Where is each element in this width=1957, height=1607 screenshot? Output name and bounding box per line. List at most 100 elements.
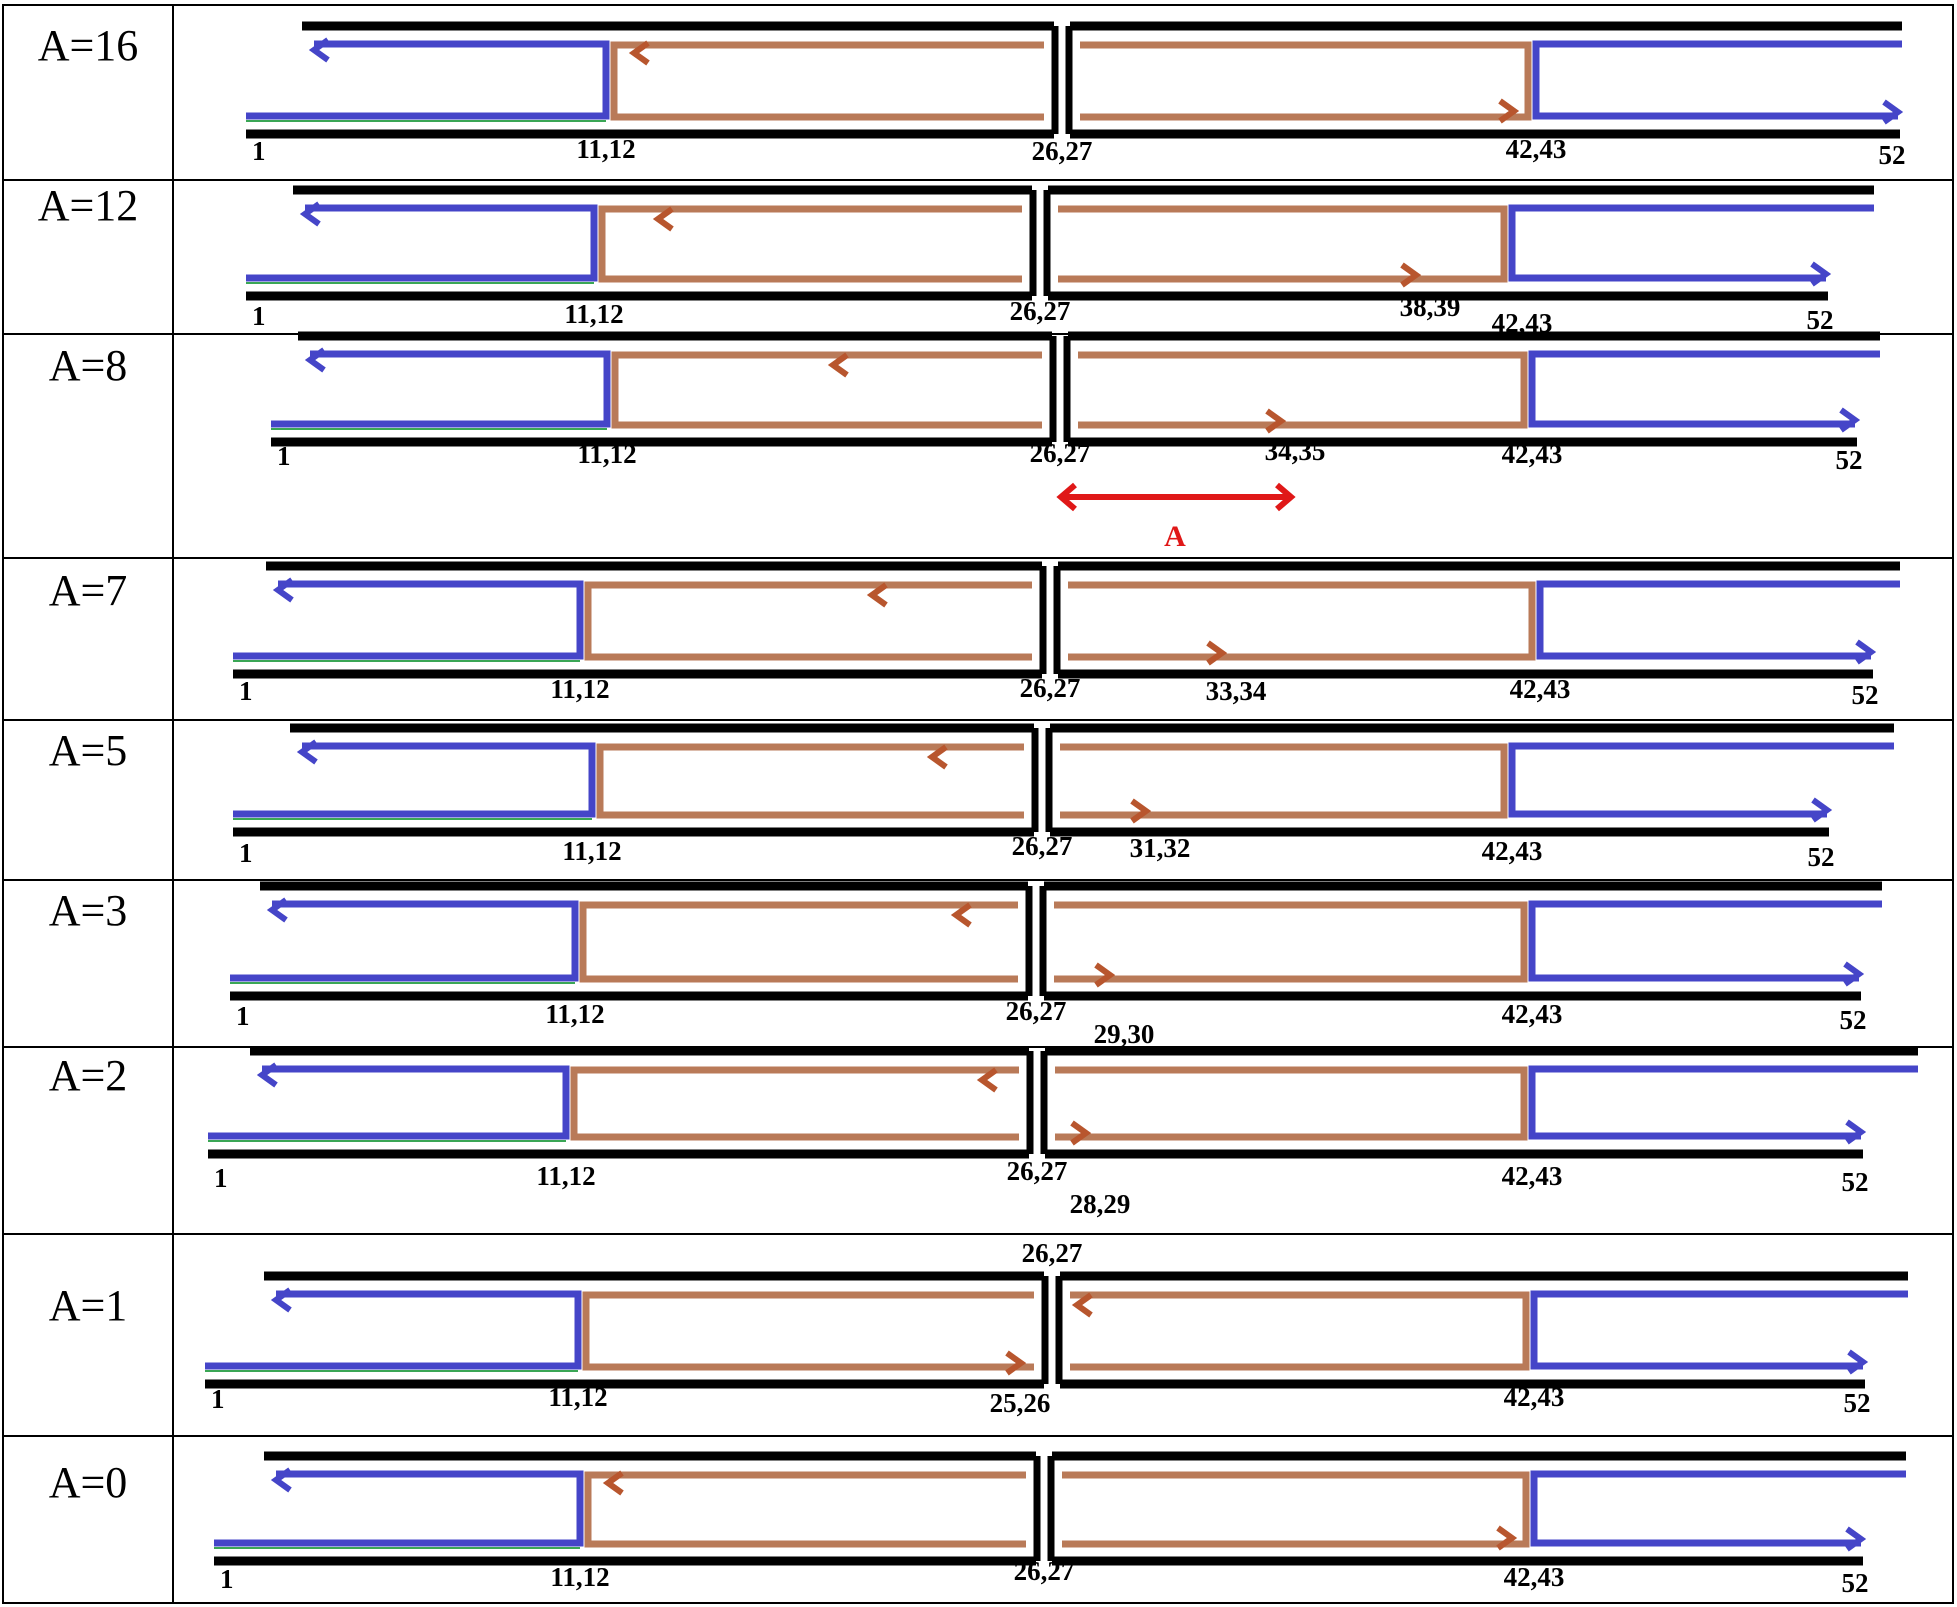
inner-path-right — [1078, 351, 1528, 429]
position-label-mid-pair: 34,35 — [1265, 436, 1326, 466]
outer-path-right — [1528, 1065, 1918, 1140]
position-label-end: 52 — [1807, 305, 1834, 335]
position-label-end: 52 — [1844, 1388, 1871, 1418]
position-label-mid-pair: 33,34 — [1206, 676, 1267, 706]
inner-path-left — [611, 351, 1042, 429]
position-label-center-pair: 26,27 — [1012, 831, 1073, 861]
position-label-left-pair: 11,12 — [545, 999, 604, 1029]
outer-path-left-arrow — [296, 739, 318, 765]
outer-path-right-arrow — [1843, 961, 1865, 987]
row-label: A=5 — [49, 726, 128, 775]
inner-path-arrow-forward — [1094, 962, 1116, 988]
inner-path-arrow-forward — [1130, 798, 1152, 824]
position-label-end: 52 — [1879, 140, 1906, 170]
outer-path-right-arrow — [1855, 639, 1877, 665]
annotation-label: A — [1164, 520, 1186, 553]
annotation-arrow-left-head — [1056, 482, 1077, 512]
inner-path-left — [570, 1066, 1019, 1141]
position-label-left-pair: 11,12 — [536, 1161, 595, 1191]
inner-path-left — [584, 581, 1032, 661]
position-label-end: 52 — [1842, 1167, 1869, 1197]
position-label-right-pair: 42,43 — [1482, 836, 1543, 866]
position-label-end: 52 — [1808, 842, 1835, 872]
inner-path-arrow-forward — [1005, 1350, 1027, 1376]
outer-path-left — [233, 742, 596, 818]
position-label-left-pair: 11,12 — [550, 1562, 609, 1592]
position-label-mid-pair: 25,26 — [990, 1388, 1051, 1418]
position-label-center-pair: 26,27 — [1022, 1238, 1083, 1268]
inner-path-right — [1055, 1066, 1528, 1141]
position-label-start: 1 — [252, 301, 266, 331]
outer-path-right-arrow — [1845, 1526, 1867, 1552]
inner-path-right — [1068, 581, 1536, 661]
inner-path-arrow-back — [866, 582, 888, 608]
outer-path-left-arrow — [256, 1062, 278, 1088]
outer-path-right — [1508, 204, 1874, 282]
position-label-right-pair: 42,43 — [1502, 1161, 1563, 1191]
outer-path-left-arrow — [266, 897, 288, 923]
position-label-center-pair: 26,27 — [1014, 1556, 1075, 1586]
inner-path-arrow-forward — [1265, 408, 1287, 434]
outer-path-right-arrow — [1811, 797, 1833, 823]
position-label-end: 52 — [1852, 680, 1879, 710]
position-label-right-pair: 42,43 — [1506, 134, 1567, 164]
position-label-mid-pair: 28,29 — [1070, 1189, 1131, 1219]
outer-path-left-arrow — [270, 1467, 292, 1493]
inner-path-left — [584, 1471, 1026, 1548]
row-label: A=1 — [49, 1281, 128, 1330]
position-label-left-pair: 11,12 — [548, 1382, 607, 1412]
position-label-center-pair: 26,27 — [1007, 1156, 1068, 1186]
inner-path-arrow-forward — [1498, 98, 1520, 124]
inner-path-right — [1080, 41, 1532, 121]
inner-path-left — [596, 743, 1024, 819]
inner-path-arrow-back — [602, 1470, 624, 1496]
inner-path-arrow-back — [950, 902, 972, 928]
position-label-start: 1 — [252, 136, 266, 166]
inner-path-left — [579, 901, 1018, 983]
row-label: A=8 — [49, 341, 128, 390]
outer-path-right-arrow — [1882, 99, 1904, 125]
outer-path-left-arrow — [304, 347, 326, 373]
outer-path-left — [233, 580, 584, 660]
outer-path-left-arrow — [272, 577, 294, 603]
inner-path-right — [1070, 1291, 1530, 1371]
position-label-start: 1 — [239, 676, 253, 706]
position-label-right-pair: 42,43 — [1510, 674, 1571, 704]
outer-path-right — [1508, 742, 1894, 818]
outer-path-left — [246, 204, 598, 282]
position-label-end: 52 — [1836, 445, 1863, 475]
position-label-mid-pair: 31,32 — [1130, 833, 1191, 863]
position-label-left-pair: 11,12 — [550, 674, 609, 704]
position-label-center-pair: 26,27 — [1030, 438, 1091, 468]
outer-path-right — [1530, 1290, 1908, 1370]
outer-path-right — [1532, 40, 1902, 120]
position-label-end: 52 — [1842, 1568, 1869, 1598]
position-label-start: 1 — [236, 1001, 250, 1031]
row-label: A=16 — [38, 21, 139, 70]
outer-path-left-arrow — [270, 1287, 292, 1313]
outer-path-right-arrow — [1839, 407, 1861, 433]
outer-path-right — [1528, 350, 1880, 428]
outer-path-right-arrow — [1845, 1119, 1867, 1145]
row-label: A=2 — [49, 1051, 128, 1100]
position-label-right-pair: 42,43 — [1504, 1562, 1565, 1592]
position-label-left-pair: 11,12 — [576, 134, 635, 164]
inner-path-right — [1054, 901, 1528, 983]
outer-path-left — [230, 900, 579, 982]
outer-path-left — [214, 1470, 584, 1547]
position-label-right-pair: 42,43 — [1502, 439, 1563, 469]
position-label-center-pair: 26,27 — [1010, 296, 1071, 326]
row-label: A=7 — [49, 566, 128, 615]
outer-path-right — [1528, 900, 1882, 982]
outer-path-right — [1530, 1470, 1906, 1547]
inner-path-right — [1060, 743, 1508, 819]
outer-path-right-arrow — [1847, 1349, 1869, 1375]
inner-path-arrow-forward — [1400, 262, 1422, 288]
